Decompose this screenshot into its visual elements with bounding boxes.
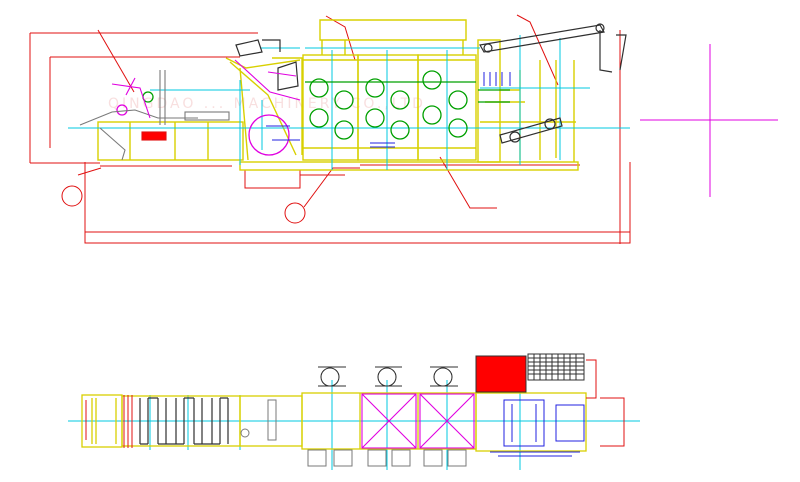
pipe-fittings <box>266 72 511 148</box>
balloon-marker-1 <box>61 185 83 207</box>
conveyor-belts <box>235 23 627 144</box>
dimension-lines <box>29 14 631 244</box>
center-lines <box>68 35 630 170</box>
feed-table <box>79 70 230 161</box>
fan-units <box>318 366 458 387</box>
balloon-marker-2 <box>284 202 306 224</box>
plan-bottom-blocks <box>240 399 467 467</box>
inlet-mechanism <box>111 59 301 141</box>
outfeed-mechanism <box>490 399 585 457</box>
watermark-text: QINGDAO ... MACHINERY CO.,LTD. <box>108 96 433 112</box>
red-motor-block <box>475 355 527 393</box>
cross-reference-marker <box>640 44 778 197</box>
plan-red-strips <box>85 359 625 448</box>
chamber-crosses <box>361 393 475 449</box>
plan-frame <box>81 392 587 452</box>
outfeed-grille <box>527 353 585 381</box>
rollers <box>116 70 510 156</box>
side-elevation-view <box>29 14 778 244</box>
top-plan-view <box>68 353 640 470</box>
serpentine-heater <box>139 397 229 445</box>
